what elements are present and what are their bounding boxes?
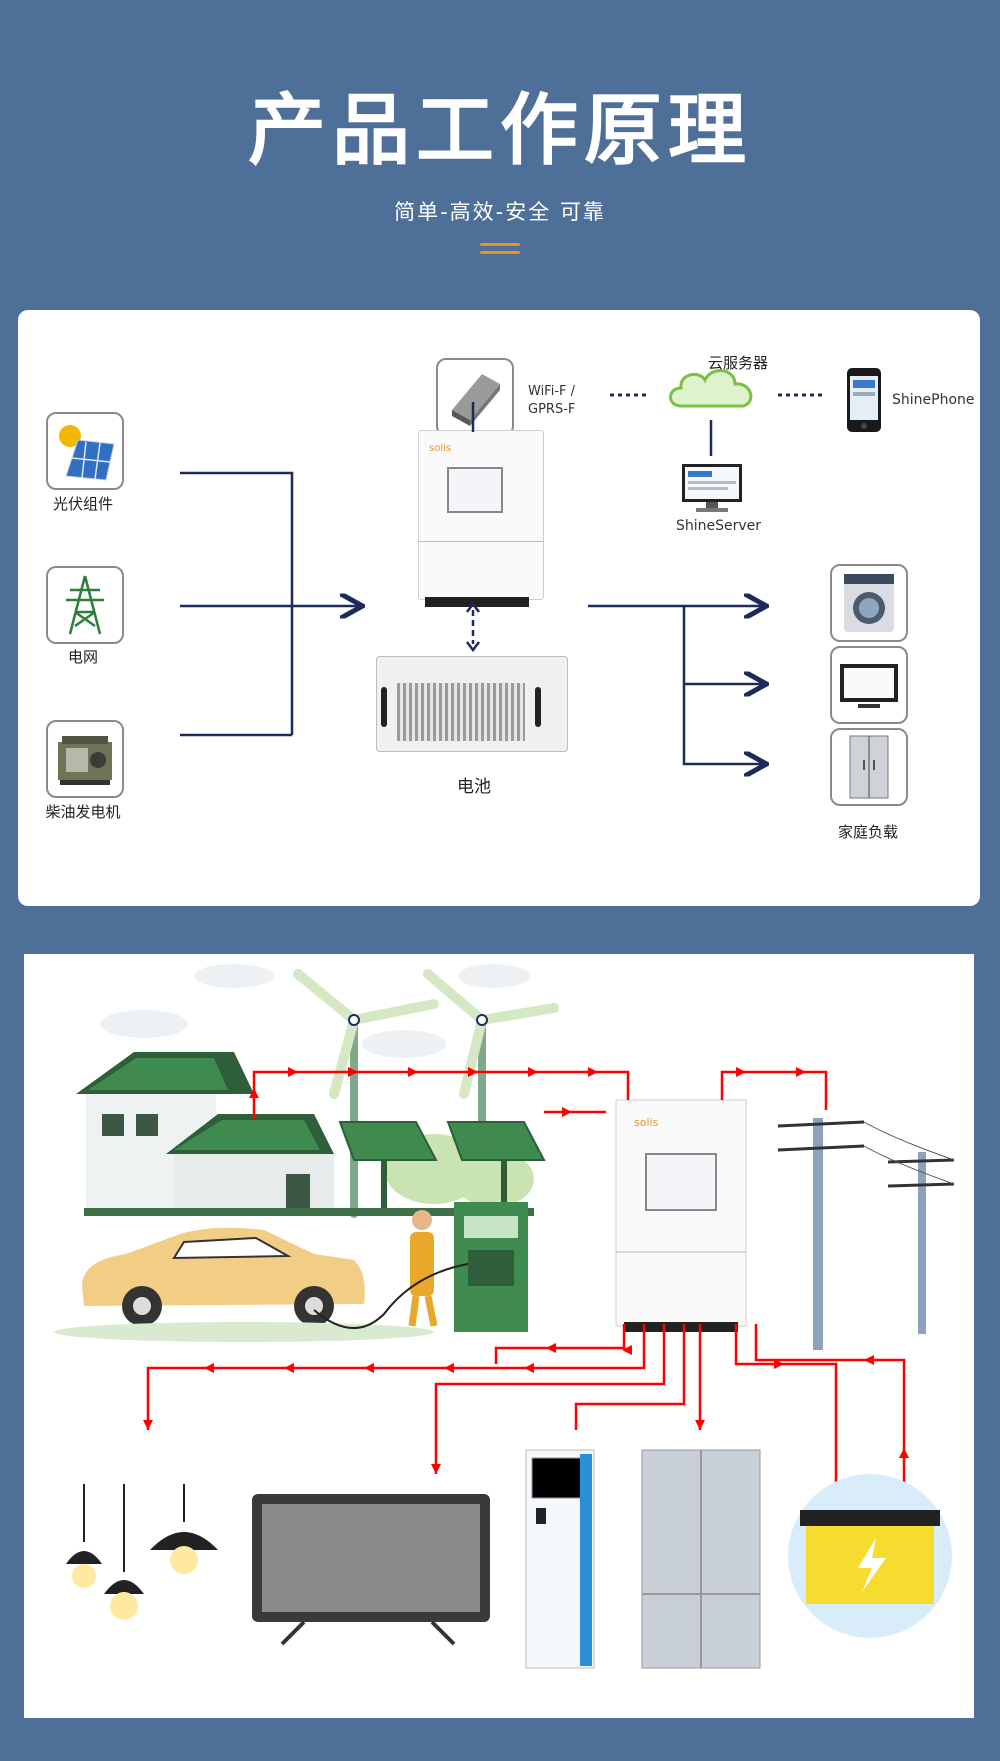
battery-label: 电池 (457, 777, 491, 797)
scene-television (252, 1494, 490, 1646)
washing-machine-icon (830, 564, 908, 642)
wifi-label-line2: GPRS-F (528, 402, 576, 417)
solar-panel-icon (46, 412, 124, 490)
wifi-stick-icon (436, 358, 514, 436)
person-charging (408, 1210, 438, 1327)
ground-strip (84, 1208, 534, 1216)
arrowhead-down (466, 641, 480, 653)
scene-battery (788, 1474, 952, 1638)
wire-to-charger (494, 1324, 626, 1364)
wire-to-lights (146, 1324, 646, 1430)
hybrid-inverter: solis (418, 430, 544, 607)
line-load-trunk (682, 606, 764, 764)
scene-inverter (615, 1099, 747, 1332)
turbine-hub-right (476, 1014, 488, 1026)
wire-battery-out (734, 1324, 838, 1494)
television-icon (830, 646, 908, 724)
source-label-diesel: 柴油发电机 (45, 803, 121, 821)
wire-inverter-to-grid (720, 1070, 828, 1110)
page-title: 产品工作原理 (247, 86, 752, 176)
subtitle-divider (480, 243, 520, 259)
wire-battery-in (754, 1324, 906, 1494)
wire-to-aircon (574, 1324, 686, 1430)
pendant-lamps (66, 1484, 218, 1620)
inverter-seam (419, 541, 543, 542)
wifi-label-line1: WiFi-F / (528, 384, 576, 399)
battery-vent-grid (397, 683, 525, 741)
refrigerator-icon (830, 728, 908, 806)
scene-illustration-panel: solis (24, 954, 974, 1718)
charging-station (313, 1202, 528, 1332)
diesel-generator-icon (46, 720, 124, 798)
scene-inverter-brand: solis (634, 1116, 659, 1129)
system-diagram-panel: 光伏组件 电网 柴油发电机 WiFi-F / GPRS-F (18, 310, 980, 906)
wind-turbine-left (293, 969, 439, 1218)
line-pv (180, 471, 294, 735)
solar-panel-right (446, 1121, 546, 1214)
background-clouds (100, 964, 530, 1058)
cloud-server-label: 云服务器 (708, 354, 769, 372)
battery-handle-left (381, 687, 387, 727)
scene-refrigerator (641, 1449, 761, 1669)
house-small (166, 1114, 334, 1214)
house-large (76, 1052, 254, 1210)
household-loads-label: 家庭负载 (837, 823, 898, 841)
solar-panel-left (338, 1121, 438, 1214)
battery-handle-right (535, 687, 541, 727)
battery-unit (376, 656, 568, 752)
power-tower-icon (46, 566, 124, 644)
monitor-icon (682, 464, 742, 512)
electric-car (54, 1227, 434, 1342)
wire-to-tv (434, 1324, 666, 1474)
inverter-ports (425, 597, 529, 607)
source-label-pv: 光伏组件 (52, 495, 113, 513)
scene-svg: solis (54, 964, 955, 1669)
cloud-icon (669, 369, 753, 408)
shinephone-label: ShinePhone (892, 392, 975, 408)
shineserver-label: ShineServer (676, 518, 762, 534)
inverter-screen (447, 467, 503, 513)
turbine-hub-left (348, 1014, 360, 1026)
source-label-grid: 电网 (67, 648, 98, 666)
arrowhead-up (466, 601, 480, 613)
inverter-brand-logo: solis (429, 443, 452, 454)
page-subtitle: 简单-高效-安全 可靠 (394, 200, 606, 224)
connection-lines (180, 393, 826, 906)
scene-air-conditioner (525, 1449, 595, 1669)
smartphone-icon (847, 368, 881, 432)
energy-flow-wires (146, 1070, 906, 1494)
utility-poles (777, 1118, 955, 1350)
